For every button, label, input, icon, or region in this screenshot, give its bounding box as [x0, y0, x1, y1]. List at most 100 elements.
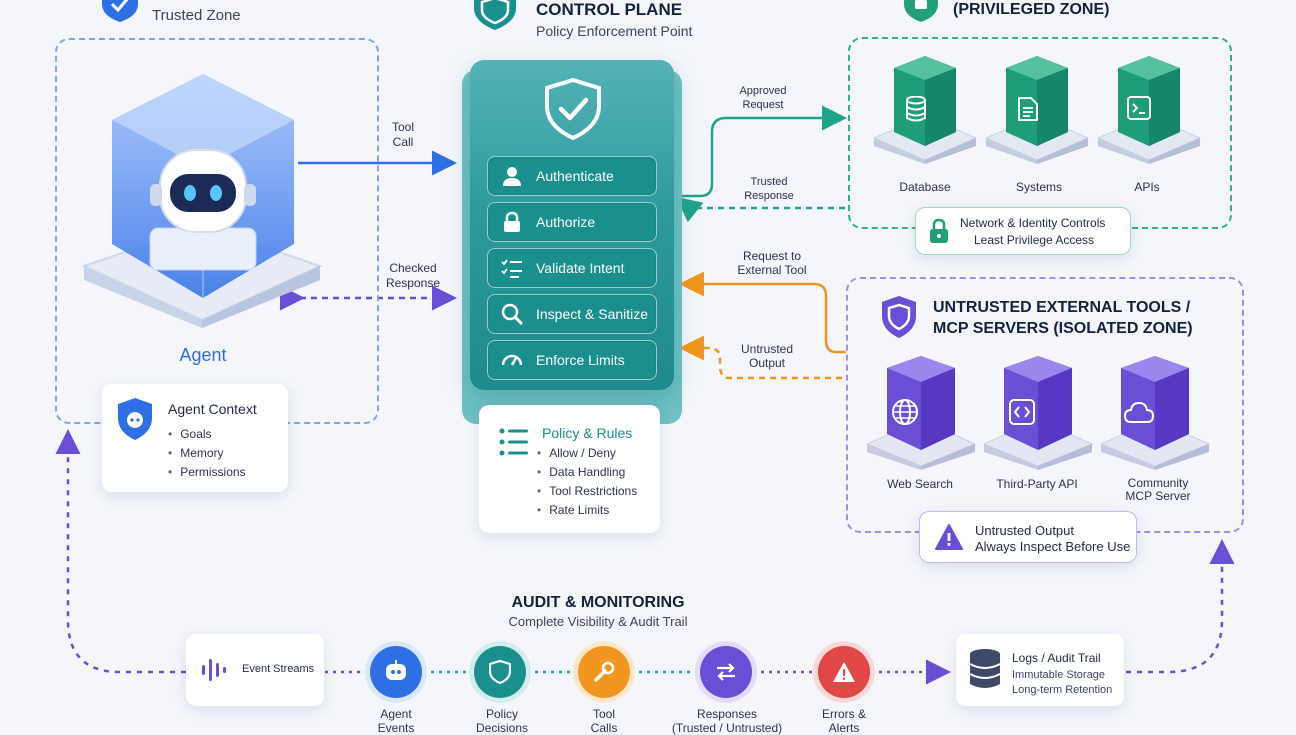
warning-icon — [934, 523, 964, 556]
step-authorize[interactable]: Authorize — [487, 202, 657, 242]
document-icon — [1017, 96, 1039, 127]
gauge-icon — [500, 348, 524, 372]
code-icon — [1008, 398, 1036, 431]
resource-label-systems: Systems — [1015, 180, 1062, 194]
resource-label-database: Database — [899, 180, 951, 194]
policy-decisions-node — [474, 646, 526, 698]
wrench-icon — [594, 661, 615, 682]
list-item: Permissions — [168, 463, 245, 482]
external-title-line-1: UNTRUSTED EXTERNAL TOOLS / — [933, 299, 1191, 316]
event-streams-label: Event Streams — [242, 663, 315, 675]
warning-line-1: Untrusted Output — [975, 523, 1074, 538]
responses-node — [700, 646, 752, 698]
list-item: Goals — [168, 425, 246, 444]
warning-line-2: Always Inspect Before Use — [975, 539, 1131, 554]
list-item: Data Handling — [537, 463, 637, 482]
step-validate-intent[interactable]: Validate Intent — [487, 248, 657, 288]
step-label: Authenticate — [536, 168, 614, 184]
community-mcp-tool — [1099, 354, 1211, 470]
policy-rules-card: Policy & Rules Allow / Deny Data Handlin… — [479, 405, 660, 533]
privileged-zone-title: (PRIVILEGED ZONE) — [953, 1, 1110, 18]
tool-label-third-party-api: Third-Party API — [996, 477, 1078, 491]
logs-audit-card: Logs / Audit Trail Immutable Storage Lon… — [956, 634, 1124, 706]
step-inspect-sanitize[interactable]: Inspect & Sanitize — [487, 294, 657, 334]
user-icon — [500, 164, 524, 188]
list-icon — [499, 427, 529, 457]
tool-label-web-search: Web Search — [887, 477, 953, 491]
trusted-zone-icon — [100, 0, 140, 22]
audit-title: AUDIT & MONITORING — [511, 594, 685, 611]
privileged-zone-icon — [902, 0, 940, 22]
list-item: Tool Restrictions — [537, 482, 637, 501]
external-title-line-2: MCP SERVERS (ISOLATED ZONE) — [933, 320, 1193, 337]
database-resource — [872, 54, 978, 164]
event-label-responses: Responses(Trusted / Untrusted) — [671, 707, 783, 735]
database-icon — [968, 648, 1002, 695]
apis-resource — [1096, 54, 1202, 164]
robot-icon — [148, 148, 258, 273]
agent-events-node — [370, 646, 422, 698]
control-plane-title: CONTROL PLANE — [536, 0, 683, 19]
agent-shield-icon — [116, 398, 154, 440]
errors-alerts-node — [818, 646, 870, 698]
step-label: Inspect & Sanitize — [536, 306, 649, 322]
control-plane-main-icon — [544, 77, 602, 141]
lock-icon — [928, 218, 950, 249]
database-icon — [905, 95, 927, 127]
checklist-icon — [500, 256, 524, 280]
trusted-zone-subtitle: Trusted Zone — [152, 7, 241, 24]
logs-line-2: Long-term Retention — [1012, 684, 1113, 696]
logs-line-1: Immutable Storage — [1012, 669, 1105, 681]
policy-rules-list: Allow / Deny Data Handling Tool Restrict… — [537, 444, 637, 520]
globe-icon — [891, 398, 919, 431]
resource-label-apis: APIs — [1134, 180, 1160, 194]
warning-icon — [833, 662, 855, 682]
lock-icon — [500, 210, 524, 234]
event-label-errors: Errors &Alerts — [821, 707, 866, 735]
control-plane-subtitle: Policy Enforcement Point — [536, 23, 693, 39]
untrusted-warning-card: Untrusted Output Always Inspect Before U… — [919, 511, 1137, 563]
step-label: Authorize — [536, 214, 596, 230]
swap-arrows-icon — [717, 663, 735, 681]
systems-resource — [984, 54, 1090, 164]
agent-context-list: Goals Memory Permissions — [168, 425, 246, 482]
controls-line-2: Least Privilege Access — [974, 233, 1095, 247]
policy-rules-title: Policy & Rules — [542, 425, 633, 441]
step-enforce-limits[interactable]: Enforce Limits — [487, 340, 657, 380]
step-label: Validate Intent — [536, 260, 625, 276]
agent-context-title: Agent Context — [168, 401, 257, 417]
audit-subtitle: Complete Visibility & Audit Trail — [508, 614, 688, 629]
list-item: Memory — [168, 444, 246, 463]
external-shield-icon — [880, 296, 918, 338]
event-streams-card: Event Streams — [186, 634, 324, 706]
robot-icon — [386, 660, 406, 680]
third-party-api-tool — [982, 354, 1094, 470]
network-controls-card: Network & Identity Controls Least Privil… — [915, 207, 1131, 255]
control-plane-shield-icon — [472, 0, 518, 30]
list-item: Rate Limits — [537, 501, 637, 520]
step-authenticate[interactable]: Authenticate — [487, 156, 657, 196]
audio-wave-icon — [200, 655, 230, 690]
logs-title: Logs / Audit Trail — [1012, 651, 1101, 665]
agent-context-card: Agent Context Goals Memory Permissions — [102, 384, 288, 492]
cloud-icon — [1123, 400, 1155, 429]
list-item: Allow / Deny — [537, 444, 637, 463]
search-icon — [500, 302, 524, 326]
agent-label: Agent — [179, 345, 227, 365]
terminal-icon — [1127, 96, 1151, 125]
web-search-tool — [865, 354, 977, 470]
controls-line-1: Network & Identity Controls — [960, 216, 1106, 230]
shield-icon — [489, 660, 511, 684]
step-label: Enforce Limits — [536, 352, 625, 368]
